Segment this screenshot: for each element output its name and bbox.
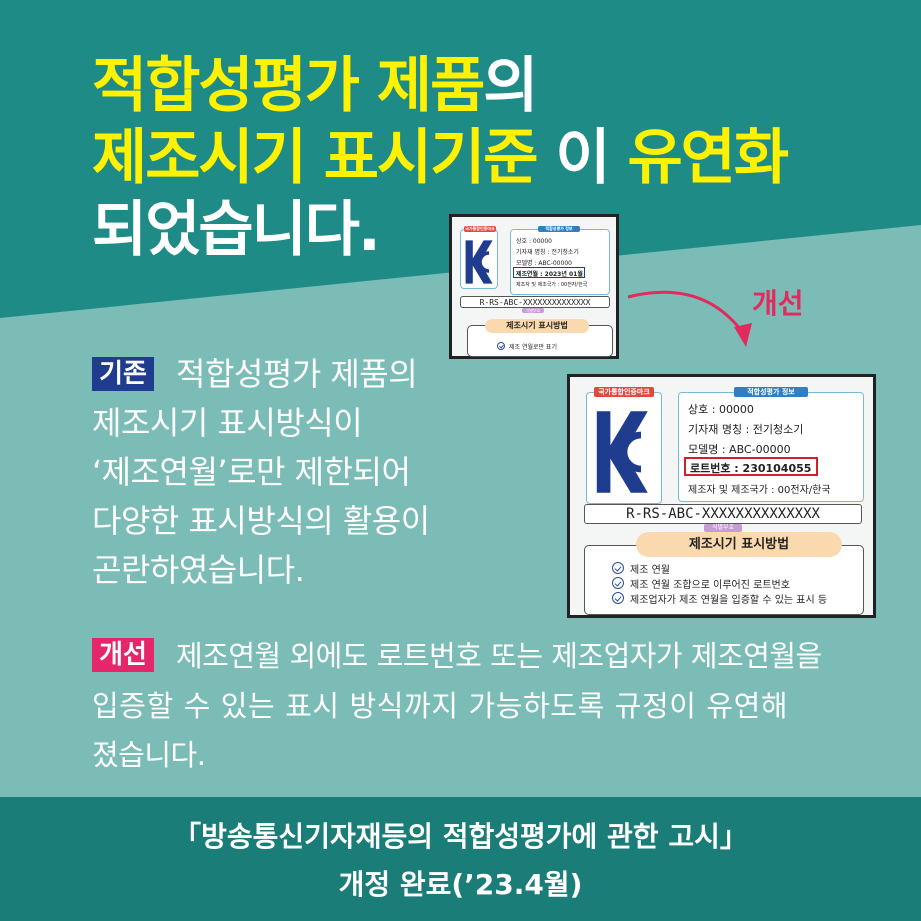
kc-mark-box (586, 392, 662, 504)
kc-tag: 국가통합인증마크 (464, 226, 496, 232)
lot-number-highlight-box (684, 457, 818, 476)
info-line-date: 제조연월 : 2023년 01월 (516, 271, 583, 278)
method-title: 제조시기 표시방법 (485, 319, 589, 333)
before-line-2: 제조시기 표시방식이 (92, 404, 363, 442)
footer-notice-title: 「방송통신기자재등의 적합성평가에 관한 고시」 (173, 820, 748, 853)
footer-revision-date: 개정 완료(’23.4월) (338, 868, 583, 901)
identifier-tag: 식별부호 (522, 308, 544, 313)
headline-line-1: 적합성평가 제품의 (92, 51, 539, 121)
label-card-new: 국가통합인증마크 적합성평가 정보 상호 : 00000 기자재 명칭 : 전기… (567, 374, 876, 618)
footer-band: 「방송통신기자재등의 적합성평가에 관한 고시」 개정 완료(’23.4월) (0, 797, 921, 921)
before-line-3: ‘제조연월’로만 제한되어 (92, 453, 411, 491)
info-line-model: 모델명 : ABC-00000 (516, 260, 572, 267)
before-badge: 기존 (92, 357, 154, 391)
info-tag: 적합성평가 정보 (538, 226, 580, 232)
before-line-5: 곤란하였습니다. (92, 551, 305, 589)
info-line-maker: 제조자 및 제조국가 : 00전자/한국 (688, 485, 831, 496)
info-line-product: 기자재 명칭 : 전기청소기 (688, 423, 804, 436)
kc-mark-box (460, 229, 498, 289)
method-item-3: 제조업자가 제조 연월을 입증할 수 있는 표시 등 (630, 595, 828, 606)
check-icon (612, 562, 624, 574)
kc-logo-icon (596, 411, 648, 493)
headline-line-3: 되었습니다. (92, 195, 381, 265)
check-icon (612, 592, 624, 604)
headline-line-2: 제조시기 표시기준 이 유연화 (92, 123, 789, 193)
highlight-box (513, 267, 585, 278)
curved-arrow-icon (627, 290, 752, 347)
kc-tag: 국가통합인증마크 (594, 387, 654, 397)
identifier-tag: 식별부호 (704, 524, 742, 532)
info-line-company: 상호 : 00000 (688, 403, 754, 416)
method-item-1: 제조 연월 (630, 565, 670, 576)
after-line-1: 제조연월 외에도 로트번호 또는 제조업자가 제조연월을 (176, 639, 822, 673)
info-tag: 적합성평가 정보 (734, 387, 808, 397)
method-item-2: 제조 연월 조합으로 이루어진 로트번호 (630, 580, 790, 591)
info-line-maker: 제조자 및 제조국가 : 00전자/한국 (516, 282, 588, 288)
check-icon (497, 342, 505, 350)
headline-title: 적합성평가 제품의 제조시기 표시기준 이 유연화 되었습니다. (92, 50, 789, 266)
after-line-3: 졌습니다. (92, 738, 206, 772)
registration-number: R-RS-ABC-XXXXXXXXXXXXXX (584, 504, 862, 524)
kc-logo-icon (465, 240, 493, 284)
registration-number: R-RS-ABC-XXXXXXXXXXXXXX (460, 296, 610, 308)
method-title: 제조시기 표시방법 (636, 532, 842, 557)
after-badge: 개선 (92, 638, 154, 672)
info-line-model: 모델명 : ABC-00000 (688, 443, 791, 456)
before-line-4: 다양한 표시방식의 활용이 (92, 502, 430, 540)
method-item: 제조 연월로만 표기 (509, 344, 557, 351)
info-line-company: 상호 : 00000 (516, 238, 552, 245)
after-line-2: 입증할 수 있는 표시 방식까지 가능하도록 규정이 유연해 (92, 689, 789, 723)
label-card-old: 국가통합인증마크 적합성평가 정보 상호 : 00000 기자재 명칭 : 전기… (449, 214, 619, 359)
info-box (510, 229, 610, 295)
check-icon (612, 577, 624, 589)
info-line-lot-number: 로트번호 : 230104055 (690, 462, 812, 475)
info-line-product: 기자재 명칭 : 전기청소기 (516, 249, 579, 256)
before-line-1: 적합성평가 제품의 (176, 355, 418, 393)
improvement-label: 개선 (752, 287, 804, 320)
